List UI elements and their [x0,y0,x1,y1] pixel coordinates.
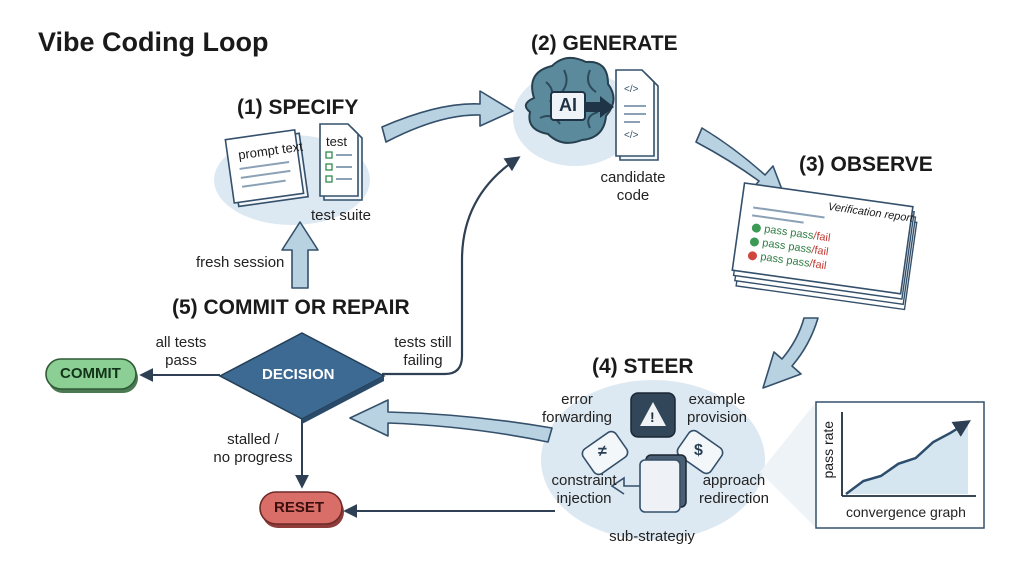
candidate-code-label-line1: candidate [600,169,666,186]
report-title: Verification report [827,200,914,225]
decision-label: DECISION [262,366,335,383]
tests-failing-label-line1: tests still [394,334,452,351]
not-equal-icon: ≠ [598,443,607,460]
candidate-code-label-line2: code [616,187,650,204]
warning-icon: ! [650,409,655,425]
fresh-session-label: fresh session [196,254,285,271]
stage-commit-repair-title: (5) COMMIT OR REPAIR [172,296,410,319]
approach-redirection-label-line2: redirection [698,490,770,507]
tests-failing-label-line2: failing [403,352,443,369]
dollar-icon: $ [694,442,703,459]
commit-pill [45,358,137,390]
convergence-line [845,420,971,496]
arrow-steer-to-decision [349,399,553,443]
constraint-injection-label-line1: constraint [551,472,617,489]
stalled-label-line1: stalled / [227,431,279,448]
candidate-code-document [615,69,659,161]
all-tests-pass-label-line2: pass [165,352,197,369]
code-tag-top: </> [624,84,639,95]
error-forwarding-label-line1: error [561,391,593,408]
ai-chip-label: AI [559,95,577,115]
reset-pill [259,491,343,525]
stage-steer-title: (4) STEER [592,355,694,378]
diagram-title: Vibe Coding Loop [38,27,269,57]
sub-strategy-tile [639,454,687,513]
graph-y-label: pass rate [820,420,837,479]
brain-icon [524,56,615,144]
test-suite-label: test suite [311,207,372,224]
arrow-observe-to-steer [762,317,819,389]
approach-redirection-label-line1: approach [702,472,766,489]
stage-specify-title: (1) SPECIFY [237,96,359,119]
example-provision-label-line1: example [688,391,746,408]
error-forwarding-tile [630,392,676,438]
steer-cycle-arrow [610,476,640,495]
arrow-fresh-session [281,221,319,289]
brain-to-code-arrow [586,96,614,118]
constraint-injection-tile [581,430,629,476]
example-provision-label-line2: provision [686,409,748,426]
commit-label: COMMIT [60,365,121,382]
error-forwarding-label-line2: forwarding [541,409,613,426]
stalled-label-line2: no progress [213,449,293,466]
stage-observe-title: (3) OBSERVE [799,153,933,176]
graph-caption: convergence graph [846,504,966,520]
verification-report [731,182,918,311]
constraint-injection-label-line2: injection [556,490,612,507]
sub-strategy-label: sub-strategiy [609,528,695,545]
test-doc-label: test [326,134,347,149]
stage-generate-title: (2) GENERATE [531,32,678,55]
reset-label: RESET [274,499,325,516]
code-tag-bottom: </> [624,130,639,141]
prompt-document [224,128,310,208]
approach-redirection-tile [676,429,724,475]
arrow-specify-to-generate [381,90,514,143]
test-document [319,123,363,201]
all-tests-pass-label-line1: all tests [155,334,207,351]
line-tests-failing [382,156,521,376]
graph-callout-wedge [760,402,816,528]
